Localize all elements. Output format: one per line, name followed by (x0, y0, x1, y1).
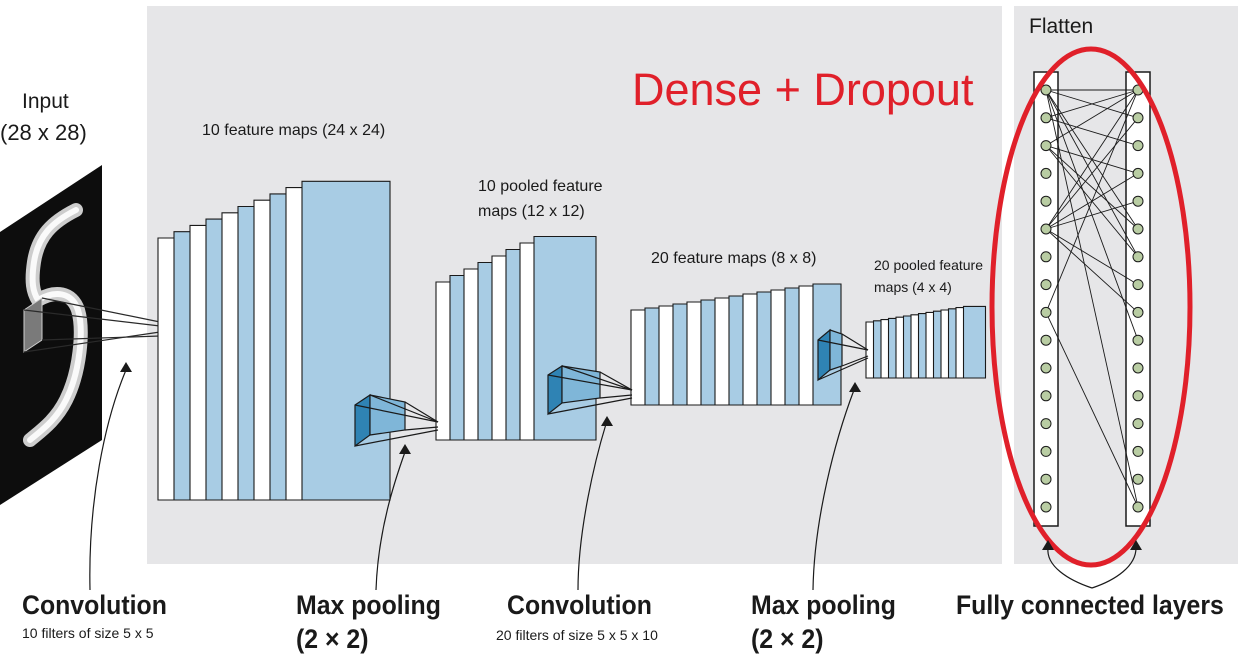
fc-node-right (1132, 195, 1144, 207)
pool2-maps-label-line1: 20 pooled feature (874, 257, 983, 273)
arrow-heads (120, 362, 1142, 550)
arrow-fc-left (1047, 547, 1093, 589)
fc-node-right (1132, 390, 1144, 402)
stage-5-title: Fully connected layers (956, 590, 1224, 620)
fc-node-right (1132, 501, 1144, 513)
arrowhead-conv1 (120, 362, 132, 372)
fc-node-right (1132, 223, 1144, 235)
stage-4-title: Max pooling (751, 590, 896, 620)
fc-node-left (1040, 84, 1052, 96)
fc-connection-line (1045, 89, 1139, 119)
fc-connection-line (1045, 117, 1139, 230)
arrowhead-conv2 (601, 416, 613, 426)
fc-connections (1045, 89, 1139, 508)
fc-connection-line (1045, 228, 1139, 285)
arrow-pool2 (812, 389, 855, 591)
pool1-maps-label-line2: maps (12 x 12) (478, 203, 585, 220)
fc-nodes (1040, 84, 1144, 513)
fc-node-left (1040, 140, 1052, 152)
fc-connection-line (1045, 200, 1139, 230)
fc-node-left (1040, 195, 1052, 207)
arrow-pool1 (375, 451, 406, 591)
fc-connection-line (1045, 89, 1139, 146)
fc-node-right (1132, 473, 1144, 485)
fc-node-left (1040, 445, 1052, 457)
fc-node-left (1040, 473, 1052, 485)
fc-connection-line (1045, 228, 1139, 313)
feature-map-sheet (301, 180, 391, 501)
conv2-pyramid (547, 364, 633, 416)
fc-node-left (1040, 223, 1052, 235)
arrowhead-pool1 (399, 444, 411, 454)
stage-3-title: Convolution (507, 590, 652, 620)
fc-node-left (1040, 501, 1052, 513)
stage-2-title: Max pooling (296, 590, 441, 620)
pool1-pyramid (354, 393, 439, 448)
dense-dropout-annotation: Dense + Dropout (632, 64, 974, 115)
arrow-conv2 (577, 423, 607, 591)
pool2-feature-map-stack (865, 305, 987, 379)
fc-node-right (1132, 112, 1144, 124)
fc-connection-line (1045, 89, 1139, 230)
conv2-maps-label: 20 feature maps (8 x 8) (651, 250, 817, 267)
flatten-label: Flatten (1029, 15, 1094, 38)
fc-connection-line (1045, 89, 1139, 508)
fc-node-right (1132, 418, 1144, 430)
fc-node-right (1132, 167, 1144, 179)
input-label-line1: Input (22, 90, 69, 113)
pool2-pyramid (817, 328, 869, 382)
fc-node-left (1040, 390, 1052, 402)
fc-node-left (1040, 167, 1052, 179)
fc-node-left (1040, 279, 1052, 291)
fc-node-right (1132, 279, 1144, 291)
fc-node-right (1132, 445, 1144, 457)
fc-node-left (1040, 251, 1052, 263)
stage-arrows (89, 369, 1137, 591)
fc-node-right (1132, 362, 1144, 374)
fc-node-right (1132, 306, 1144, 318)
arrowhead-fc-left (1042, 540, 1054, 550)
feature-map-sheet (962, 305, 987, 379)
stage-2-subtitle: (2 × 2) (296, 624, 369, 654)
fc-node-left (1040, 418, 1052, 430)
stage-3-subtitle: 20 filters of size 5 x 5 x 10 (496, 627, 658, 643)
fc-connection-line (1045, 117, 1139, 147)
conv1-maps-label: 10 feature maps (24 x 24) (202, 122, 386, 139)
input-digit-image (0, 165, 102, 505)
fc-node-right (1132, 251, 1144, 263)
arrow-conv1 (89, 369, 127, 591)
arrow-fc-right (1091, 547, 1137, 589)
stage-1-title: Convolution (22, 590, 167, 620)
pool1-feature-map-stack (435, 235, 597, 441)
stage-1-subtitle: 10 filters of size 5 x 5 (22, 625, 154, 641)
conv1-feature-map-stack (157, 180, 391, 501)
arrowhead-pool2 (849, 382, 861, 392)
arrowhead-fc-right (1130, 540, 1142, 550)
stage-4-subtitle: (2 × 2) (751, 624, 824, 654)
pool2-maps-label-line2: maps (4 x 4) (874, 279, 952, 295)
fc-node-left (1040, 334, 1052, 346)
feature-map-sheet (533, 235, 597, 441)
fc-connection-line (1045, 312, 1139, 508)
fc-node-right (1132, 334, 1144, 346)
fc-node-right (1132, 140, 1144, 152)
fc-node-left (1040, 112, 1052, 124)
annotation-ellipse (989, 46, 1193, 568)
input-label-line2: (28 x 28) (0, 120, 87, 145)
pool1-maps-label-line1: 10 pooled feature (478, 178, 603, 195)
fc-node-left (1040, 362, 1052, 374)
conv1-receptive-lines (23, 297, 161, 353)
fc-node-left (1040, 306, 1052, 318)
fc-connection-line (1045, 89, 1139, 313)
